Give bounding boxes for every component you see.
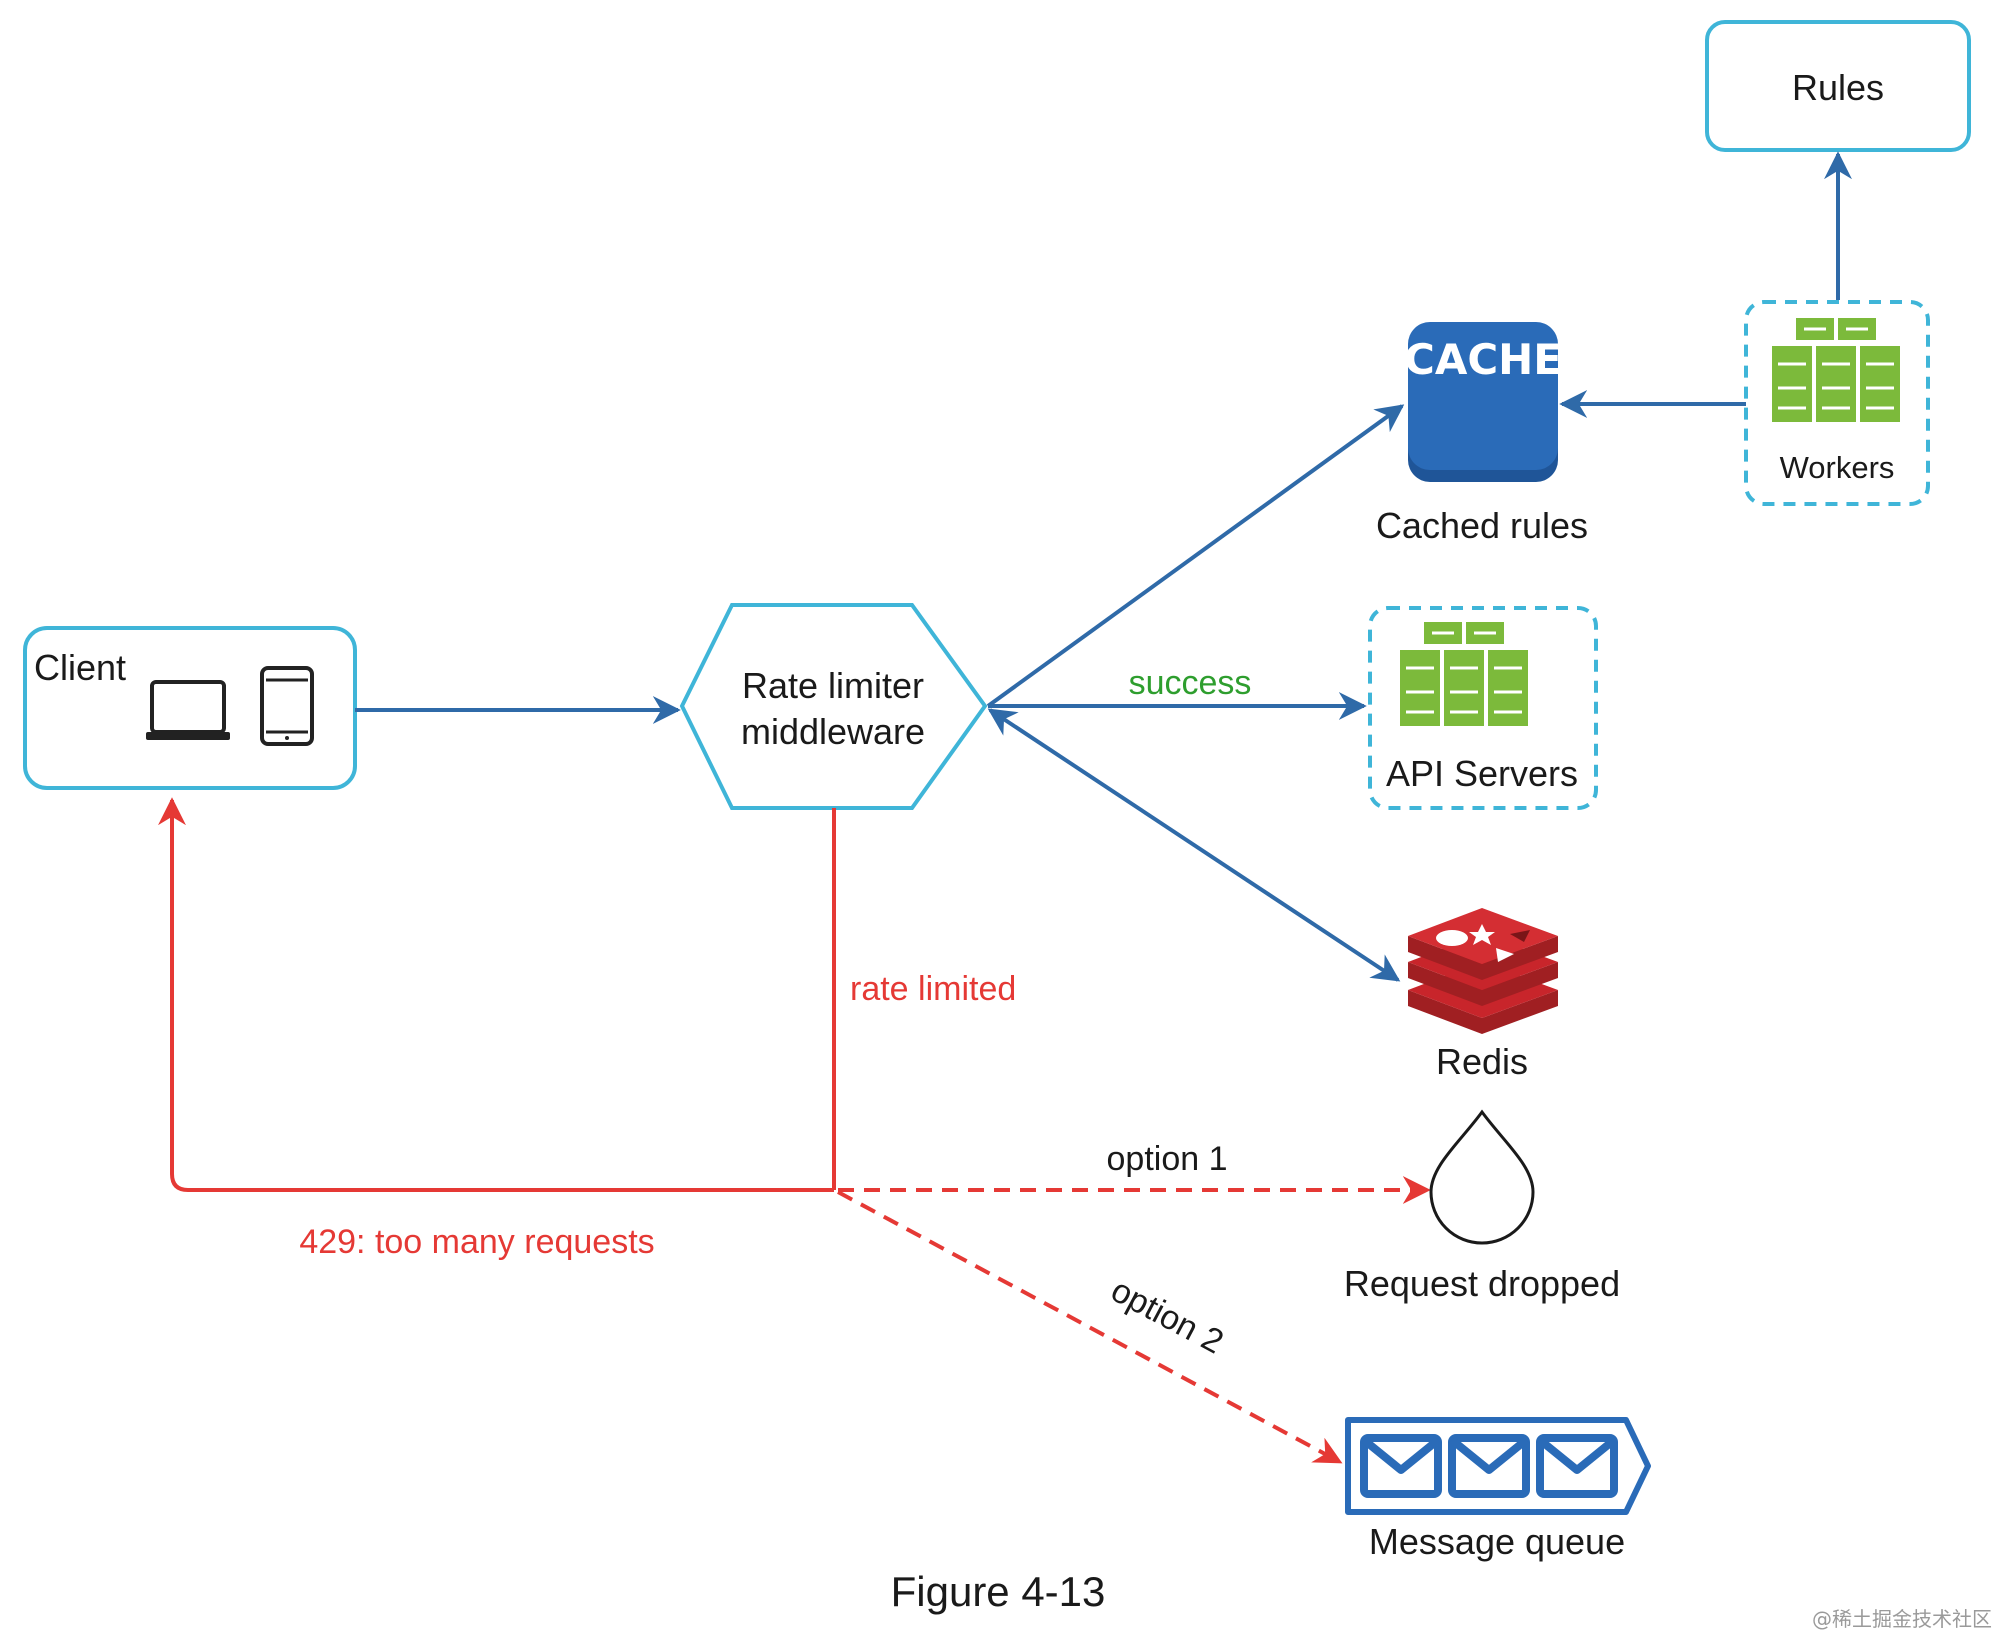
rate-limited-label: rate limited [850,970,1016,1008]
cache-icon-text: CACHE [1404,335,1562,384]
redis-icon [1408,908,1558,1034]
tablet-icon [260,666,314,746]
option2-arrow [837,1190,1343,1464]
rules-label: Rules [1792,67,1884,108]
rate-limiter-label-line2: middleware [741,711,925,752]
envelope-queue-icon [1345,1417,1651,1515]
request-dropped-label: Request dropped [1344,1263,1620,1304]
redis-label: Redis [1436,1041,1528,1082]
workers-box [1744,300,1930,506]
drop-icon [1429,1109,1535,1245]
rules-box [1705,20,1971,152]
redis-node: Redis [1408,908,1558,1082]
client-node: Client [23,626,357,790]
watermark: @稀土掘金技术社区 [1812,1607,1992,1631]
too-many-requests-arrow [158,797,834,1192]
cached-rules-label: Cached rules [1376,505,1588,546]
too-many-requests-label: 429: too many requests [299,1223,654,1261]
rate-limiter-node: Rate limiter middleware [679,603,988,810]
cache-icon: CACHE [1404,322,1562,482]
rate-limiter-hexagon [679,603,988,810]
figure-caption: Figure 4-13 [891,1568,1106,1615]
option1-label: option 1 [1107,1140,1228,1178]
rate-limiter-to-cache-arrow [986,404,1405,708]
rate-limiter-redis-arrow [987,708,1401,982]
request-dropped-node: Request dropped [1344,1109,1620,1304]
server-rack-icon [1400,622,1528,726]
laptop-icon [146,680,230,740]
rate-limiter-label-line1: Rate limiter [742,665,924,706]
option2-label: option 2 [1105,1271,1230,1361]
success-label: success [1129,664,1252,702]
api-servers-label: API Servers [1386,753,1578,794]
cache-node: CACHE Cached rules [1376,322,1588,546]
api-servers-node: API Servers [1368,606,1598,810]
workers-label: Workers [1780,450,1895,485]
workers-node: Workers [1744,300,1930,506]
server-rack-icon [1772,318,1900,422]
rules-node: Rules [1705,20,1971,152]
message-queue-node: Message queue [1345,1417,1651,1562]
api-servers-box [1368,606,1598,810]
message-queue-label: Message queue [1369,1521,1625,1562]
client-label: Client [34,647,126,688]
